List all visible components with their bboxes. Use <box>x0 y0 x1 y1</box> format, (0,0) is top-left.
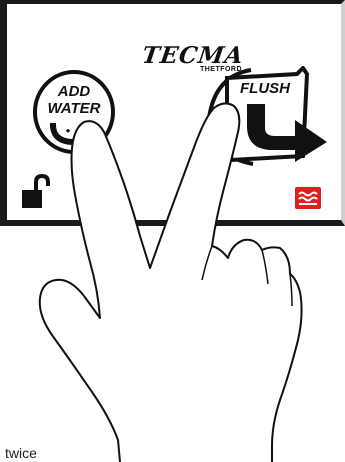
unlocked-padlock-icon <box>20 174 50 210</box>
flush-label: FLUSH <box>231 80 299 97</box>
control-panel: TECMA THETFORD ADD WATER FLUSH <box>0 0 345 226</box>
water-bowl-icon <box>46 119 102 147</box>
heating-icon <box>295 187 321 209</box>
caption-text: twice <box>5 445 37 461</box>
brand-name: TECMA <box>121 42 265 69</box>
flush-arrow-icon <box>245 102 329 162</box>
add-water-label-line1: ADD <box>32 84 116 99</box>
add-water-label-line2: WATER <box>32 101 116 116</box>
add-water-button[interactable]: ADD WATER <box>32 69 116 155</box>
flush-button[interactable]: FLUSH <box>205 66 333 166</box>
